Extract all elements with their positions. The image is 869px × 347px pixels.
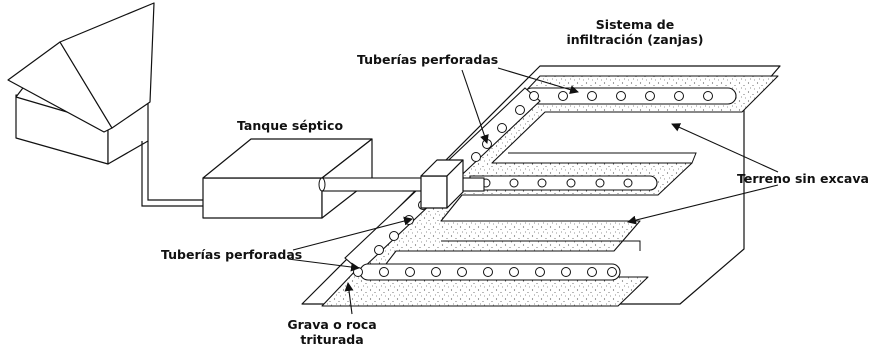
label-perforated-pipes-bottom: Tuberías perforadas xyxy=(161,247,303,262)
label-gravel: Grava o roca triturada xyxy=(282,317,382,347)
pipe-perforations xyxy=(353,91,713,277)
label-infiltration-system: Sistema de infiltración (zanjas) xyxy=(565,17,705,47)
label-unexcavated-ground: Terreno sin excavar xyxy=(737,171,869,186)
trench-icon xyxy=(321,75,779,307)
label-gravel-line2: triturada xyxy=(300,332,364,347)
label-infiltration-line1: Sistema de xyxy=(595,17,675,32)
house-to-tank-pipe xyxy=(141,141,206,207)
label-perforated-pipes-top: Tuberías perforadas xyxy=(357,52,499,67)
distribution-box-icon xyxy=(420,159,464,209)
label-infiltration-line2: infiltración (zanjas) xyxy=(566,32,704,47)
label-gravel-line1: Grava o roca xyxy=(287,317,377,332)
arrow-icon xyxy=(287,67,779,315)
house-icon xyxy=(7,2,155,165)
label-septic-tank: Tanque séptico xyxy=(237,118,344,133)
